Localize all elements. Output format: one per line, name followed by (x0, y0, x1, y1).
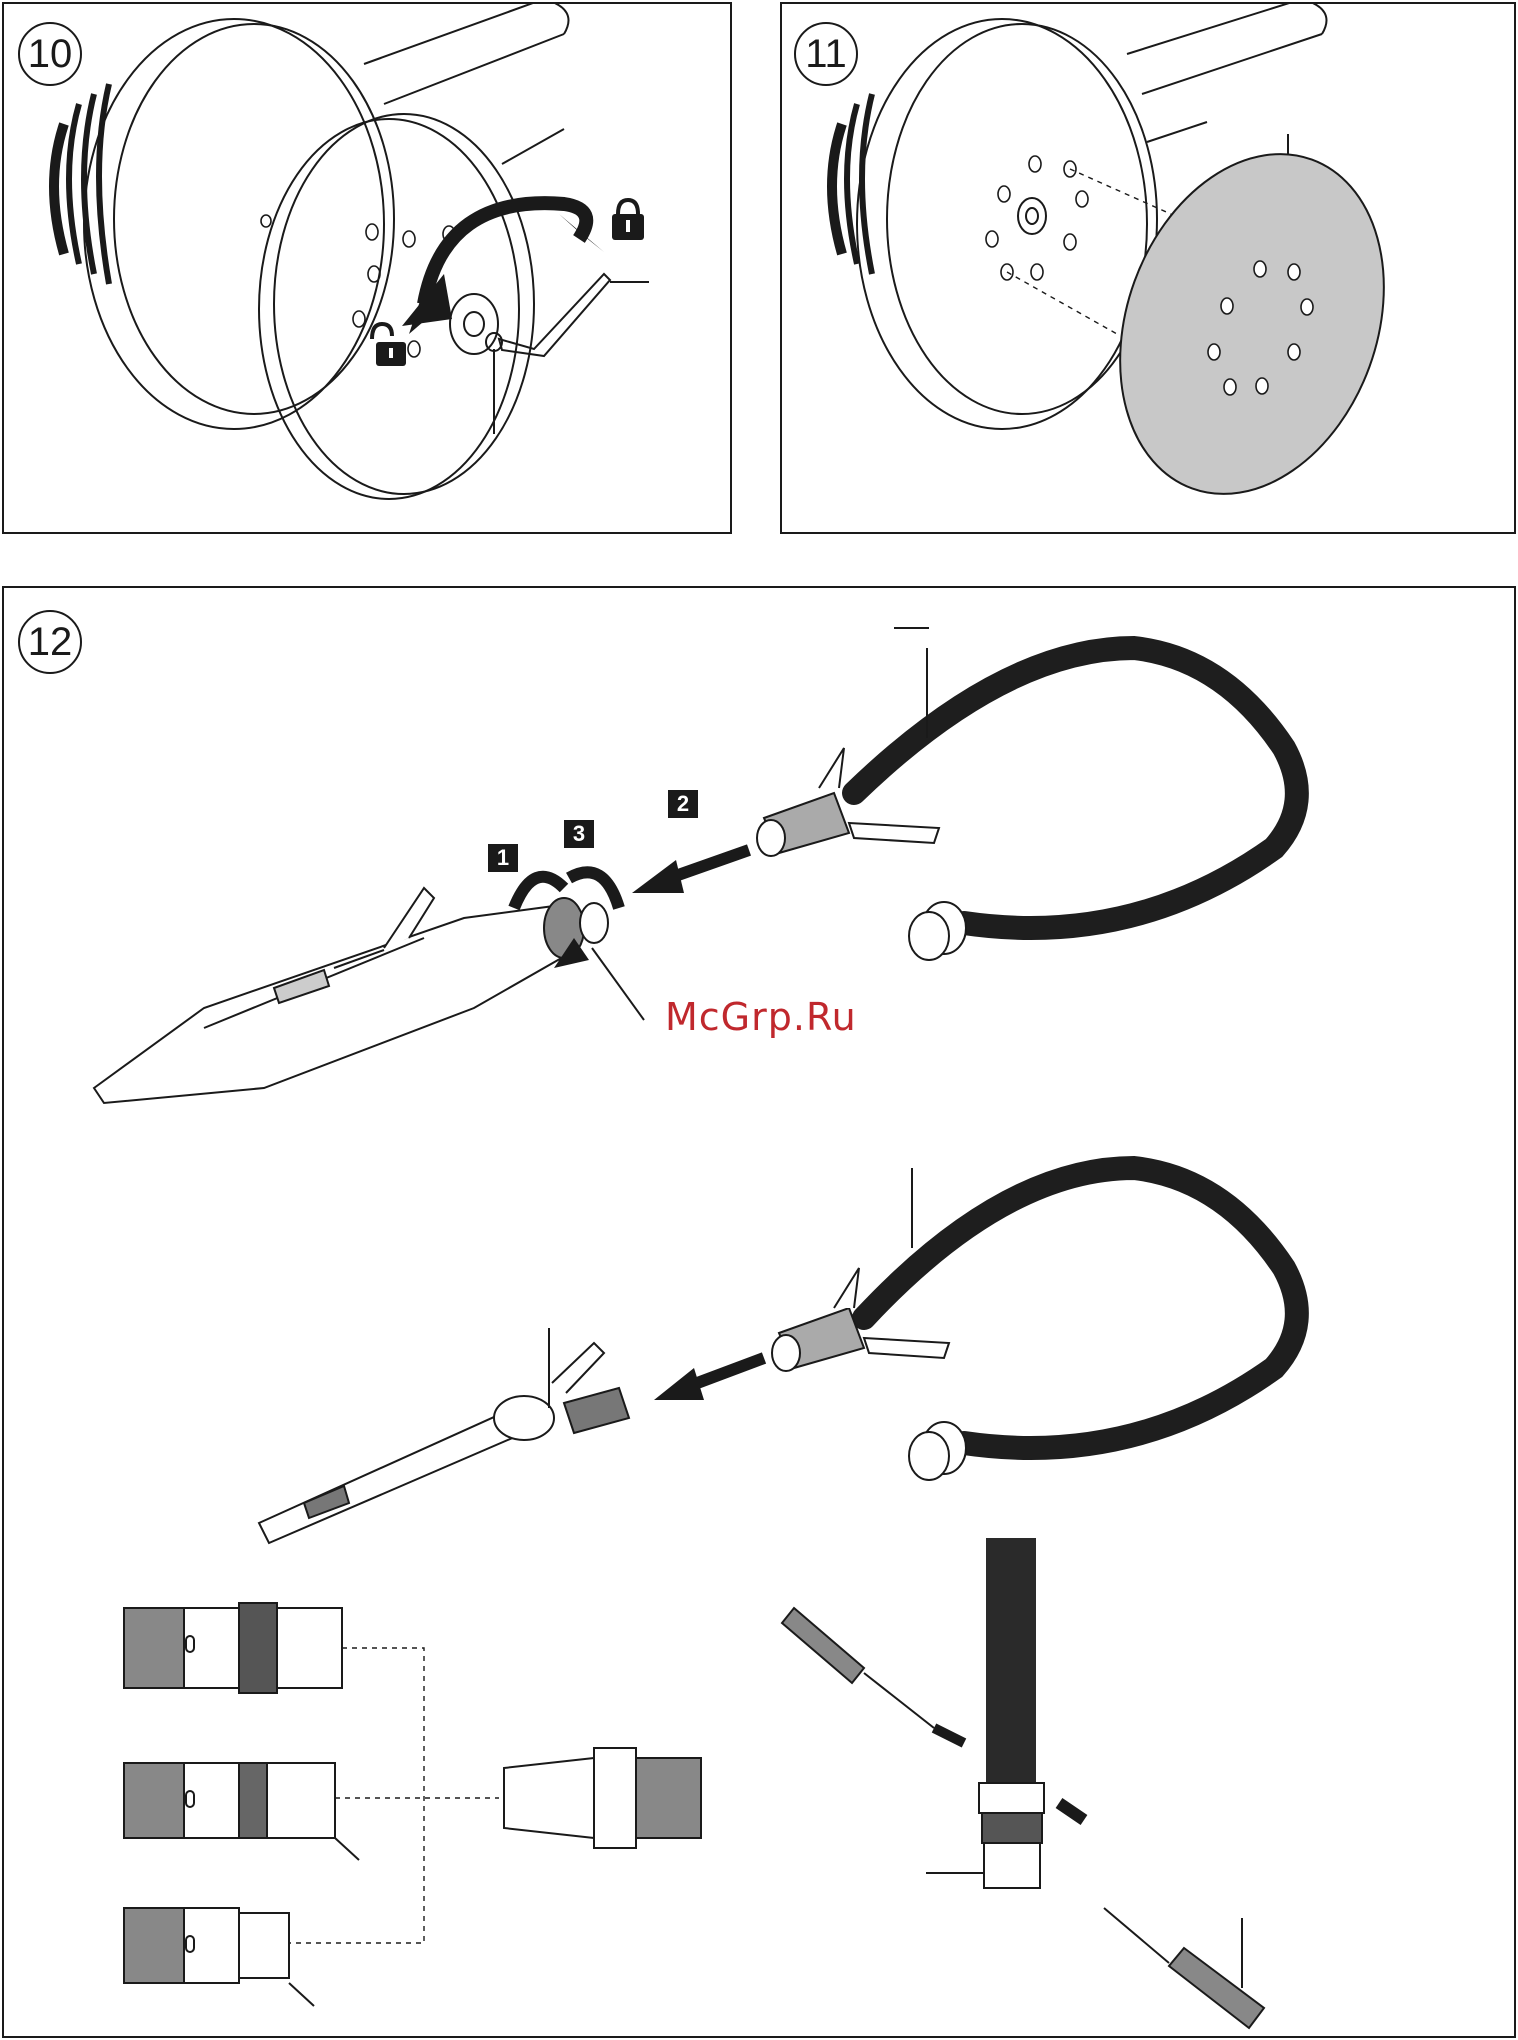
figure-10-number: 10 (18, 22, 82, 86)
figure-11-drawing (782, 4, 1518, 536)
screwdriver-lower (1104, 1908, 1264, 2028)
figure-10-panel: 10 (2, 2, 732, 534)
push-arrow-icon (934, 1728, 964, 1743)
adapter-set (124, 1603, 342, 1983)
step-2-marker: 2 (668, 790, 698, 818)
vacuum-hose-upper (854, 648, 1297, 960)
push-arrow-icon (654, 1358, 764, 1400)
bellows (54, 84, 109, 284)
figure-11-panel: 11 (780, 2, 1516, 534)
step-3-marker: 3 (564, 820, 594, 848)
figure-11-number: 11 (794, 22, 858, 86)
figure-12-drawing (4, 588, 1518, 2040)
step-1-marker: 1 (488, 844, 518, 872)
padlock-closed-icon (612, 200, 644, 240)
figure-12-number: 12 (18, 610, 82, 674)
figure-12-panel: 12 1 2 3 (2, 586, 1516, 2038)
push-arrow-icon (632, 850, 749, 893)
rotate-arrow-icon (402, 203, 604, 334)
watermark-text: McGrp.Ru (665, 995, 857, 1039)
sanding-sheet (1075, 117, 1430, 531)
screwdriver-upper (782, 1608, 934, 1728)
push-arrow-icon (1059, 1803, 1084, 1820)
padlock-open-icon (372, 324, 406, 366)
figure-10-drawing (4, 4, 734, 536)
